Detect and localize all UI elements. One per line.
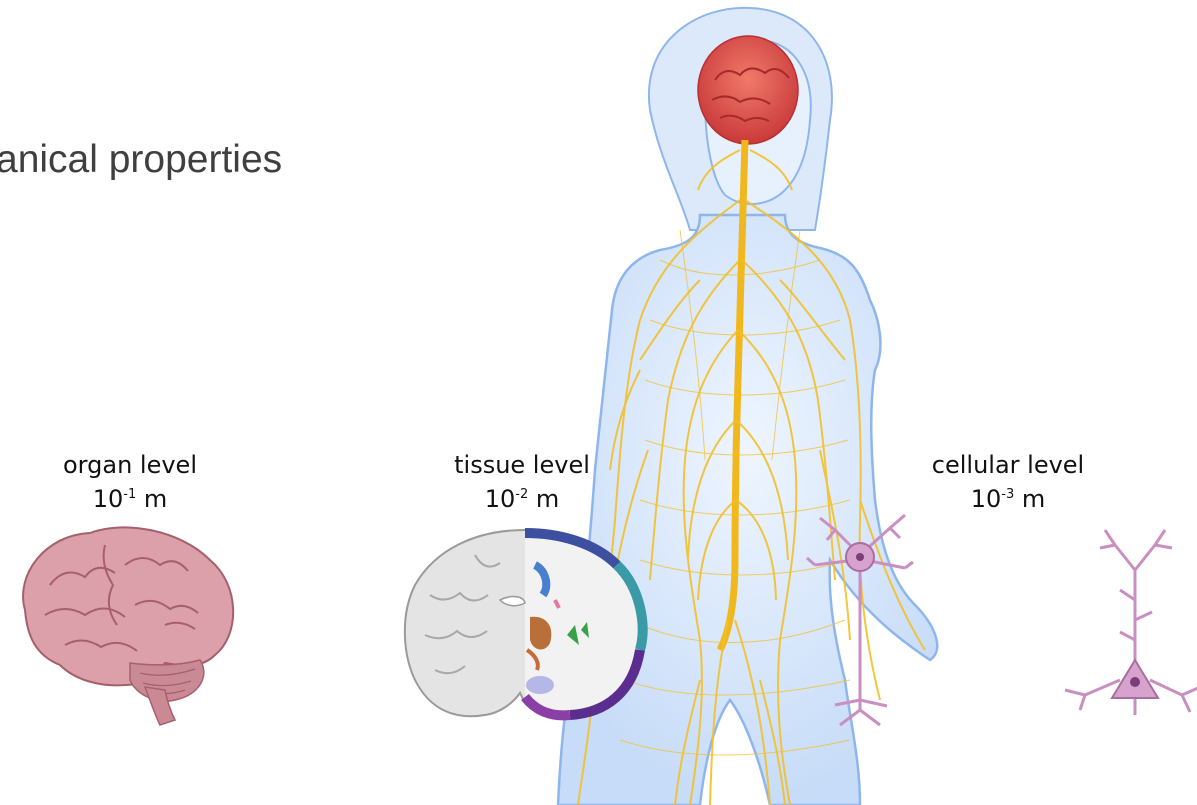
organ-level-name: organ level: [63, 451, 197, 479]
organ-scale-exponent: -1: [123, 487, 136, 502]
organ-scale-base: 10: [93, 485, 124, 513]
tissue-scale-unit: m: [528, 485, 559, 513]
page-title: anical properties: [0, 138, 282, 182]
organ-level-label: organ level 10-1 m: [20, 450, 240, 514]
tissue-level-name: tissue level: [454, 451, 590, 479]
cellular-scale-exponent: -3: [1001, 487, 1014, 502]
tissue-level-scale: 10-2 m: [412, 480, 632, 514]
brain-organ-icon: [5, 515, 245, 735]
brain-tissue-slice-icon: [395, 525, 655, 725]
cellular-scale-base: 10: [971, 485, 1002, 513]
tissue-scale-base: 10: [485, 485, 516, 513]
cellular-scale-unit: m: [1014, 485, 1045, 513]
organ-scale-unit: m: [136, 485, 167, 513]
cellular-level-name: cellular level: [932, 451, 1084, 479]
cellular-level-label: cellular level 10-3 m: [898, 450, 1118, 514]
organ-level-scale: 10-1 m: [20, 480, 240, 514]
neuron-cell-icon: [805, 510, 915, 730]
cellular-level-scale: 10-3 m: [898, 480, 1118, 514]
pyramidal-neuron-icon: [1060, 520, 1197, 720]
tissue-level-label: tissue level 10-2 m: [412, 450, 632, 514]
tissue-scale-exponent: -2: [515, 487, 528, 502]
